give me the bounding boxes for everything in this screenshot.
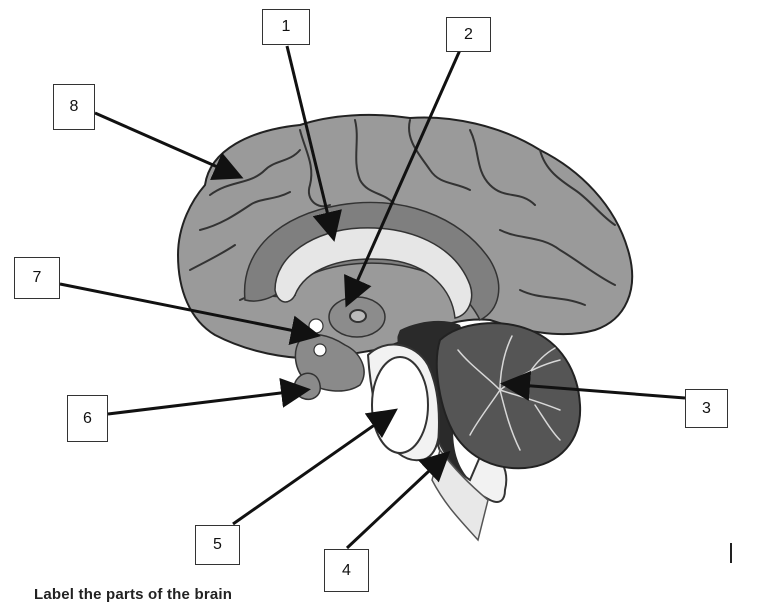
callout-3: 3: [685, 389, 728, 428]
edge-mark: [730, 543, 732, 563]
pituitary-gland: [293, 372, 321, 400]
callout-1: 1: [262, 9, 310, 45]
callout-4: 4: [324, 549, 369, 592]
leader-lines: [59, 45, 686, 550]
callout-label-3: 3: [702, 399, 711, 417]
callout-label-7: 7: [32, 269, 42, 286]
leader-line-2: [344, 49, 462, 308]
callout-7: 7: [14, 257, 60, 299]
pons: [371, 356, 429, 454]
callout-5: 5: [195, 525, 240, 565]
callout-label-2: 2: [464, 25, 473, 43]
callout-label-8: 8: [69, 98, 79, 115]
callout-8: 8: [53, 84, 95, 130]
callout-2: 2: [446, 17, 491, 52]
callout-6: 6: [67, 395, 108, 442]
corpus-callosum: [274, 227, 473, 319]
callout-label-6: 6: [83, 409, 92, 427]
callout-label-4: 4: [342, 561, 351, 579]
leader-line-1: [285, 45, 342, 242]
bottom-caption: Label the parts of the brain: [34, 586, 233, 603]
leader-line-8: [94, 111, 244, 181]
optic-node-1: [308, 318, 324, 334]
leader-line-5: [232, 408, 398, 526]
thalamus-center: [349, 309, 367, 323]
leader-line-6: [107, 378, 311, 416]
callout-label-1: 1: [281, 18, 291, 35]
optic-node-2: [313, 343, 327, 357]
callout-label-5: 5: [213, 536, 222, 553]
leader-line-4: [345, 450, 451, 550]
leader-line-3: [500, 370, 686, 401]
leader-line-7: [59, 282, 321, 346]
